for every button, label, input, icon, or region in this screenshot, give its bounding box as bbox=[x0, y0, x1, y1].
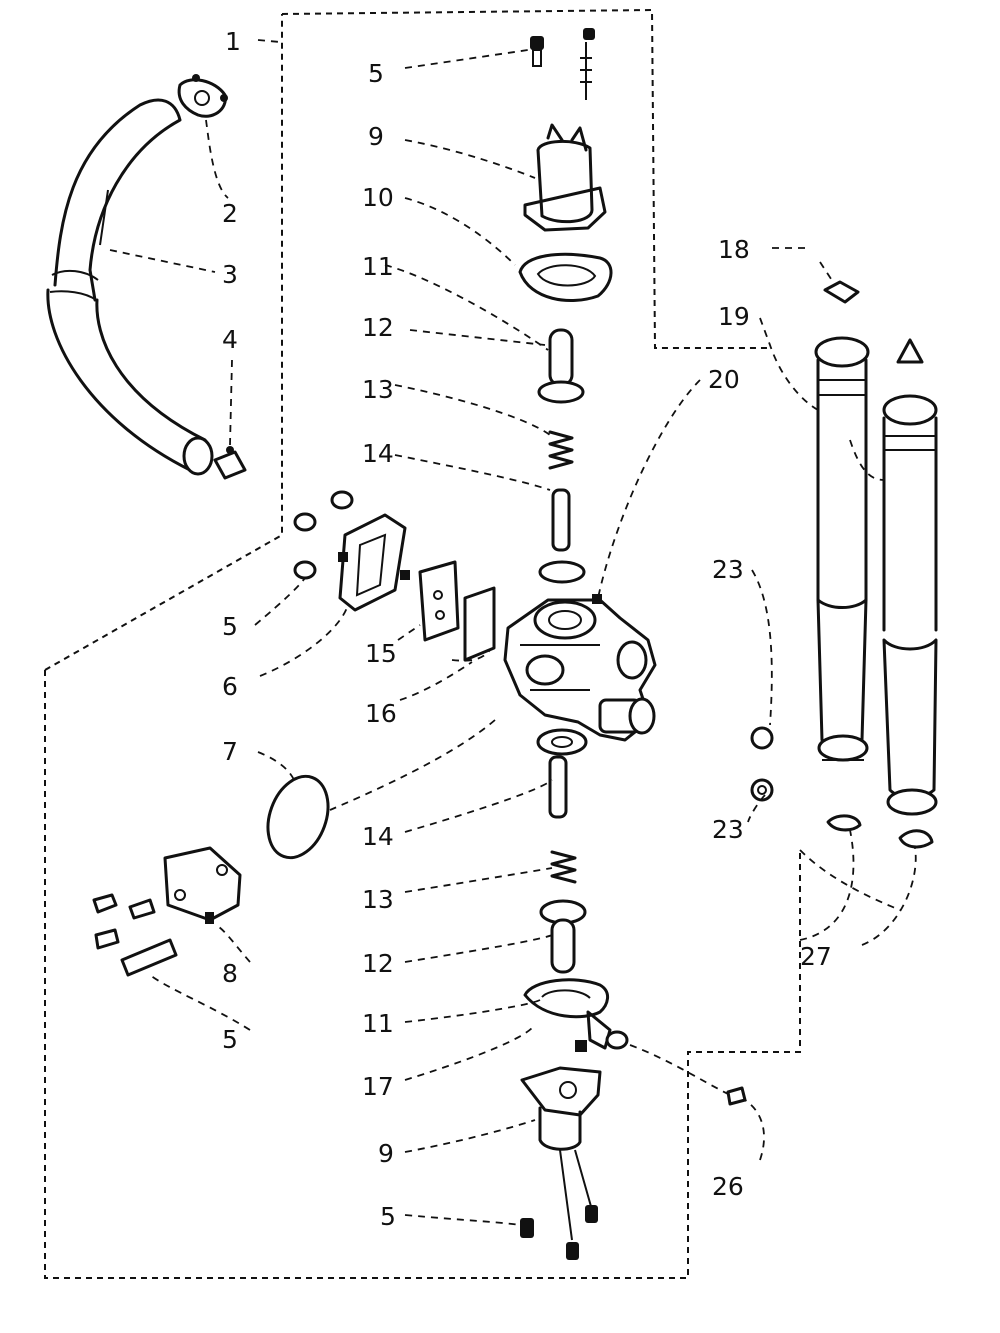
bottom-solenoid bbox=[520, 1066, 602, 1260]
callout-18: 18 bbox=[718, 235, 750, 264]
spring-bottom bbox=[550, 850, 577, 884]
callout-12-bottom: 12 bbox=[362, 949, 394, 978]
cover-8 bbox=[92, 846, 242, 977]
leader-lines bbox=[109, 39, 917, 1226]
callout-26: 26 bbox=[712, 1172, 744, 1201]
callout-14-bottom: 14 bbox=[362, 822, 394, 851]
callout-7: 7 bbox=[222, 737, 238, 766]
callout-9-top: 9 bbox=[368, 122, 384, 151]
callout-11-top: 11 bbox=[362, 252, 394, 281]
callout-15: 15 bbox=[365, 639, 397, 668]
callout-labels: 1 2 3 4 5 9 10 11 12 13 14 20 18 19 23 5… bbox=[222, 27, 832, 1231]
callout-5-bottom: 5 bbox=[380, 1202, 396, 1231]
callout-5-left: 5 bbox=[222, 612, 238, 641]
callout-12-top: 12 bbox=[362, 313, 394, 342]
top-solenoid bbox=[523, 28, 607, 232]
callout-1: 1 bbox=[225, 27, 241, 56]
solenoid-ring bbox=[518, 252, 613, 303]
callout-10: 10 bbox=[362, 183, 394, 212]
callout-3: 3 bbox=[222, 260, 238, 289]
callout-20: 20 bbox=[708, 365, 740, 394]
callout-2: 2 bbox=[222, 199, 238, 228]
callout-11-bottom: 11 bbox=[362, 1009, 394, 1038]
callout-16: 16 bbox=[365, 699, 397, 728]
spring-top bbox=[548, 430, 574, 470]
valve-cover-plate bbox=[293, 490, 410, 612]
callout-6: 6 bbox=[222, 672, 238, 701]
plunger-bottom bbox=[539, 899, 587, 974]
gasket-16 bbox=[463, 586, 496, 662]
callout-5-bottom-left: 5 bbox=[222, 1025, 238, 1054]
ring-17 bbox=[523, 978, 629, 1052]
hose-clamp-bottom bbox=[213, 446, 247, 480]
callout-9-bottom: 9 bbox=[378, 1139, 394, 1168]
screw-26 bbox=[726, 1086, 747, 1106]
seal-14 bbox=[536, 728, 588, 756]
plunger-top bbox=[537, 328, 585, 404]
diaphragm bbox=[266, 774, 330, 860]
callout-17: 17 bbox=[362, 1072, 394, 1101]
callout-4: 4 bbox=[222, 325, 238, 354]
hose-washers bbox=[750, 280, 934, 849]
valve-body bbox=[503, 594, 657, 742]
callout-19: 19 bbox=[718, 302, 750, 331]
fill-hose-right bbox=[882, 394, 938, 816]
hose-clamp-top bbox=[177, 74, 228, 118]
gasket-15 bbox=[418, 560, 460, 642]
callout-5-top: 5 bbox=[368, 59, 384, 88]
callout-23-bottom: 23 bbox=[712, 815, 744, 844]
callout-13-top: 13 bbox=[362, 375, 394, 404]
drain-hose bbox=[46, 98, 214, 476]
callout-27: 27 bbox=[800, 942, 832, 971]
callout-13-bottom: 13 bbox=[362, 885, 394, 914]
assembly-boundary bbox=[44, 8, 801, 1279]
callout-8: 8 bbox=[222, 959, 238, 988]
pin-bottom bbox=[548, 755, 568, 819]
fill-hose-left bbox=[814, 336, 870, 762]
pin-top bbox=[538, 488, 586, 584]
callout-23-top: 23 bbox=[712, 555, 744, 584]
callout-14-top: 14 bbox=[362, 439, 394, 468]
